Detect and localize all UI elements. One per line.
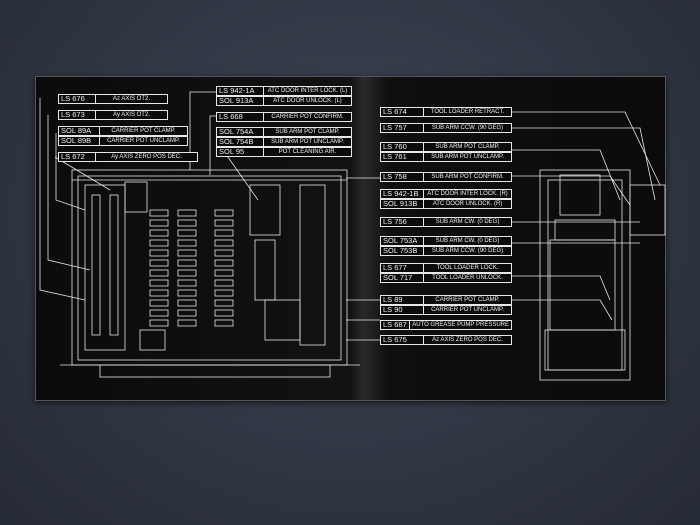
plate-label-sol-913a: SOL 913A ATC DOOR UNLOCK. (L): [216, 96, 352, 106]
label-description: SUB ARM POT CONFIRM.: [431, 174, 504, 180]
label-code: LS 677: [381, 263, 424, 272]
plate-label-ls-668: LS 668 CARRIER POT CONFIRM.: [216, 112, 352, 122]
plate-label-ls-89: LS 89 CARRIER POT CLAMP.: [380, 295, 512, 305]
label-code: SOL 754B: [217, 137, 264, 146]
label-code: LS 757: [381, 123, 424, 132]
plate-label-ls-677: LS 677 TOOL LOADER LOCK.: [380, 263, 512, 273]
label-code: SOL 754A: [217, 127, 264, 136]
plate-label-ls-673: LS 673 Ay AXIS OT2.: [58, 110, 168, 120]
label-description: Az AXIS OT2.: [112, 96, 150, 102]
label-code: LS 761: [381, 152, 424, 161]
plate-label-ls-676: LS 676 Az AXIS OT2.: [58, 94, 168, 104]
label-code: SOL 89B: [59, 136, 100, 145]
label-description: CARRIER POT UNCLAMP.: [431, 307, 504, 313]
plate-label-ls-761: LS 761 SUB ARM POT UNCLAMP.: [380, 152, 512, 162]
label-description: SUB ARM POT UNCLAMP.: [271, 139, 344, 145]
label-code: LS 674: [381, 107, 424, 116]
plate-label-sol-95: SOL 95 POT CLEANING AIR.: [216, 147, 352, 157]
plate-label-ls-760: LS 760 SUB ARM POT CLAMP.: [380, 142, 512, 152]
plate-label-ls-90: LS 90 CARRIER POT UNCLAMP.: [380, 305, 512, 315]
label-description: TOOL LOADER LOCK.: [436, 265, 499, 271]
label-code: LS 942-1B: [381, 189, 424, 198]
plate-label-sol-89a: SOL 89A CARRIER POT CLAMP.: [58, 126, 188, 136]
plate-label-sol-754a: SOL 754A SUB ARM POT CLAMP.: [216, 127, 352, 137]
plate-label-ls-675: LS 675 Az AXIS ZERO POS DEC.: [380, 335, 512, 345]
plate-label-ls-672: LS 672 Ay AXIS ZERO POS DEC.: [58, 152, 198, 162]
label-description: ATC DOOR INTER LOCK. (L): [267, 88, 348, 94]
label-description: SUB ARM POT CLAMP.: [435, 144, 500, 150]
label-description: SUB ARM CCW. (90 DEG): [431, 125, 504, 131]
label-description: ATC DOOR UNLOCK. (R): [432, 201, 503, 207]
label-description: TOOL LOADER UNLOCK.: [432, 275, 503, 281]
plate-label-ls-758: LS 758 SUB ARM POT CONFIRM.: [380, 172, 512, 182]
label-description: ATC DOOR UNLOCK. (L): [273, 98, 342, 104]
label-description: CARRIER POT CLAMP.: [111, 128, 176, 134]
plate-label-sol-753b: SOL 753B SUB ARM CCW. (90 DEG): [380, 246, 512, 256]
plate-label-sol-754b: SOL 754B SUB ARM POT UNCLAMP.: [216, 137, 352, 147]
label-description: CARRIER POT UNCLAMP.: [107, 138, 180, 144]
label-code: LS 90: [381, 305, 424, 314]
label-description: SUB ARM POT UNCLAMP.: [431, 154, 504, 160]
label-code: LS 756: [381, 217, 424, 226]
plate-label-sol-753a: SOL 753A SUB ARM CW. (0 DEG): [380, 236, 512, 246]
label-code: SOL 95: [217, 147, 264, 156]
label-description: SUB ARM CW. (0 DEG): [435, 238, 500, 244]
label-description: ATC DOOR INTER LOCK. (R): [427, 191, 508, 197]
label-description: SUB ARM CCW. (90 DEG): [431, 248, 504, 254]
machine-label-plate: [35, 76, 666, 401]
label-code: SOL 753A: [381, 236, 424, 245]
label-code: LS 89: [381, 295, 424, 304]
plate-label-sol-913b: SOL 913B ATC DOOR UNLOCK. (R): [380, 199, 512, 209]
plate-label-ls-756: LS 756 SUB ARM CW. (0 DEG): [380, 217, 512, 227]
label-code: LS 675: [381, 335, 424, 344]
label-description: TOOL LOADER RETRACT.: [430, 109, 505, 115]
label-description: Ay AXIS ZERO POS DEC.: [111, 154, 182, 160]
label-description: CARRIER POT CLAMP.: [435, 297, 500, 303]
plate-label-ls-757: LS 757 SUB ARM CCW. (90 DEG): [380, 123, 512, 133]
label-code: SOL 89A: [59, 126, 100, 135]
label-description: AUTO GREASE PUMP PRESSURE: [412, 322, 509, 328]
label-code: LS 673: [59, 110, 96, 119]
label-code: SOL 913A: [217, 96, 264, 105]
label-code: LS 760: [381, 142, 424, 151]
label-code: LS 687: [381, 320, 411, 329]
label-code: LS 672: [59, 152, 96, 161]
label-description: CARRIER POT CONFIRM.: [271, 114, 344, 120]
label-code: LS 758: [381, 172, 424, 181]
label-description: Az AXIS ZERO POS DEC.: [432, 337, 503, 343]
label-description: SUB ARM POT CLAMP.: [275, 129, 340, 135]
plate-label-ls-674: LS 674 TOOL LOADER RETRACT.: [380, 107, 512, 117]
plate-label-sol-89b: SOL 89B CARRIER POT UNCLAMP.: [58, 136, 188, 146]
label-code: LS 668: [217, 112, 264, 121]
label-code: SOL 717: [381, 273, 424, 282]
label-code: LS 942-1A: [217, 86, 264, 95]
plate-label-sol-717: SOL 717 TOOL LOADER UNLOCK.: [380, 273, 512, 283]
label-description: SUB ARM CW. (0 DEG): [435, 219, 500, 225]
label-description: Ay AXIS OT2.: [113, 112, 150, 118]
label-description: POT CLEANING AIR.: [278, 149, 337, 155]
label-code: SOL 753B: [381, 246, 424, 255]
label-code: LS 676: [59, 94, 96, 103]
label-code: SOL 913B: [381, 199, 424, 208]
